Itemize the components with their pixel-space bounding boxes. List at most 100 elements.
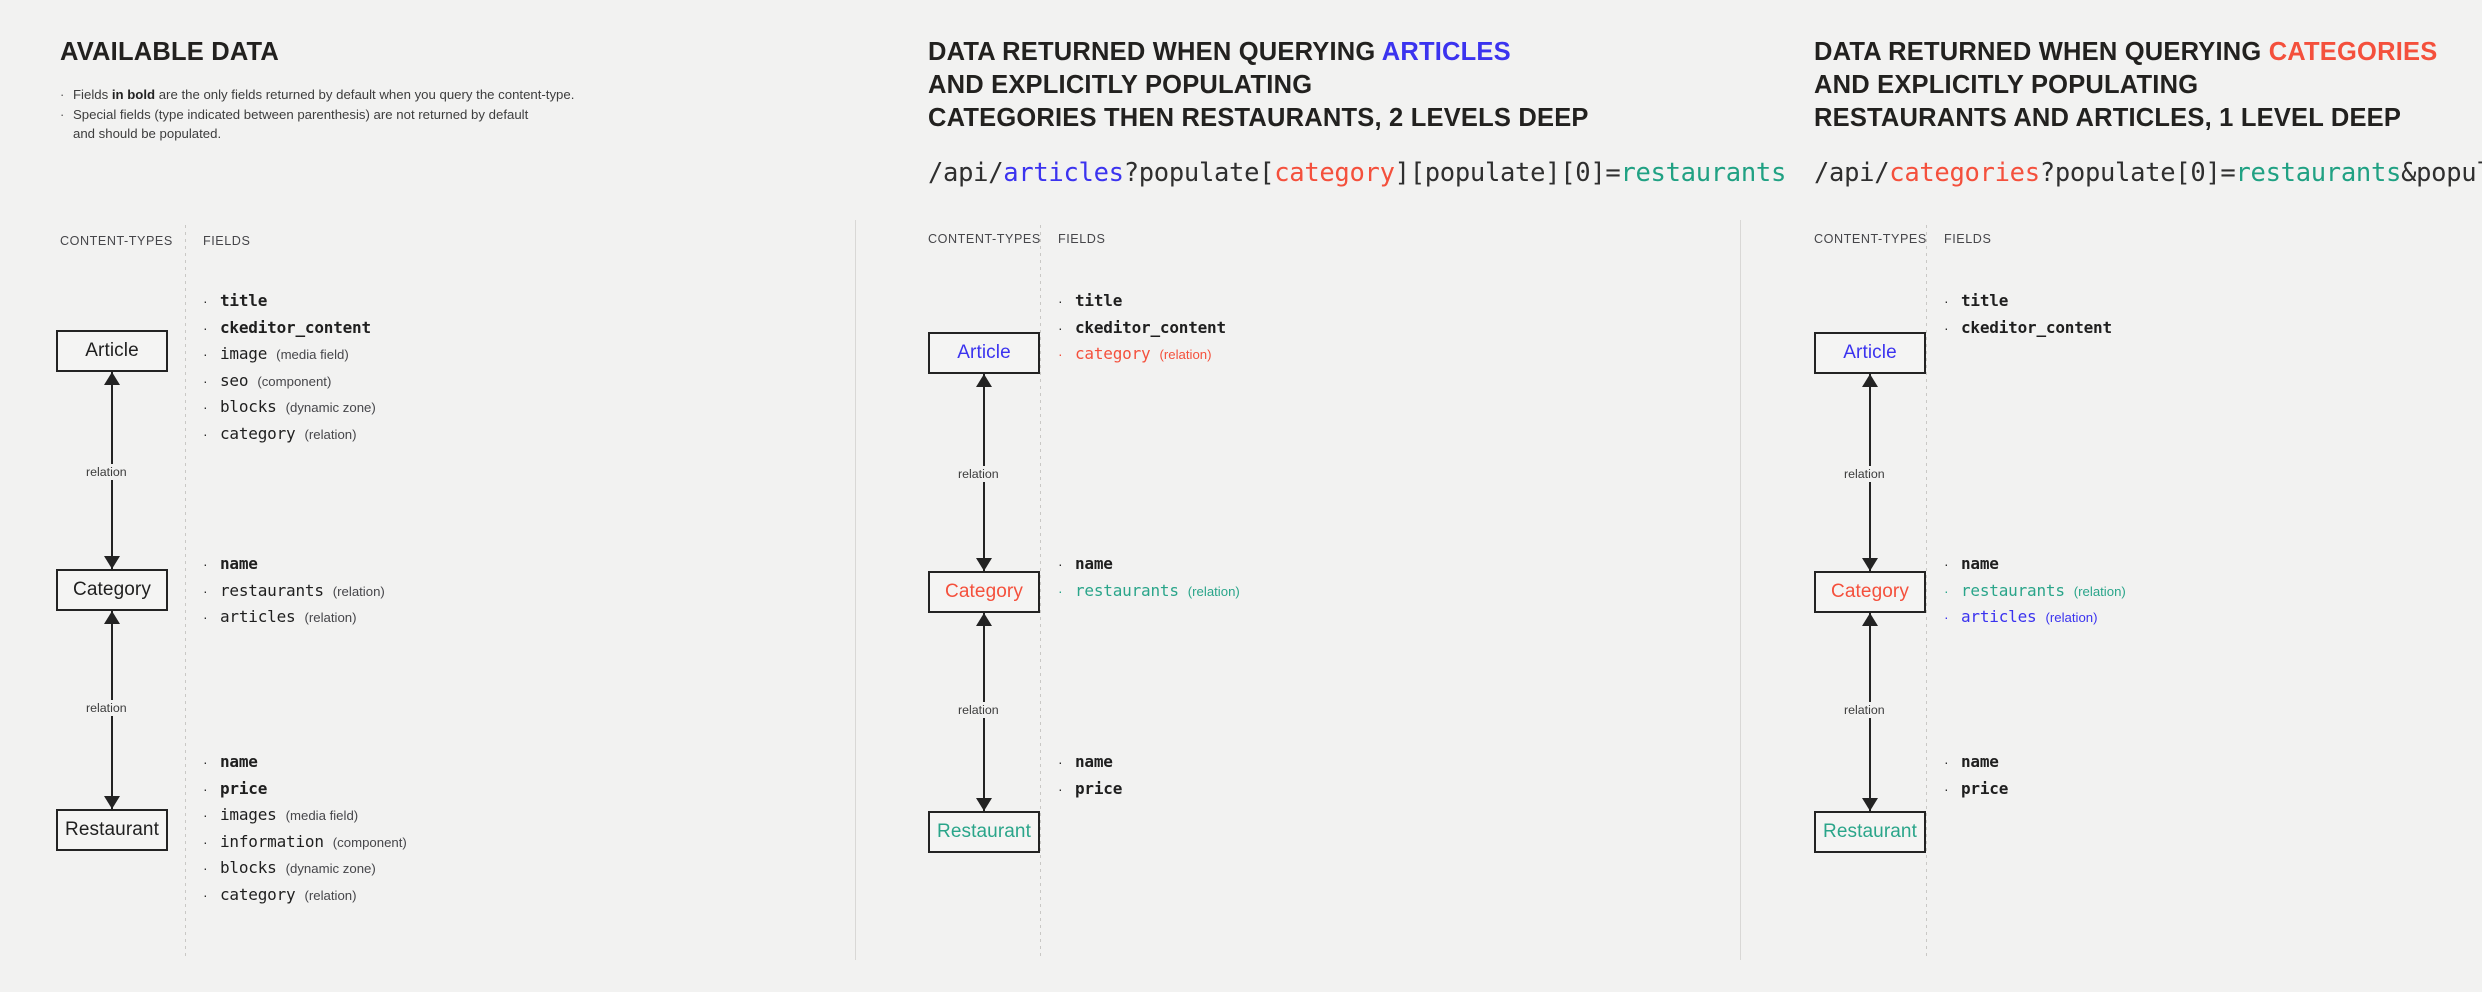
field-name: price [220, 778, 268, 798]
entity-box-category[interactable]: Category [928, 571, 1040, 613]
caption-content-types: CONTENT-TYPES [1814, 232, 1927, 246]
field-type: (relation) [332, 583, 385, 599]
bullet-text: Special fields (type indicated between p… [73, 106, 529, 142]
caption-fields: FIELDS [1944, 232, 1992, 246]
panel-title-line: DATA RETURNED WHEN QUERYING CATEGORIES [1814, 36, 2482, 69]
field-bullet-icon: · [1058, 754, 1063, 770]
field-name: title [220, 291, 268, 310]
url-token: restaurants [2235, 158, 2402, 188]
field-bullet-icon: · [203, 556, 208, 572]
entity-box-restaurant[interactable]: Restaurant [1814, 811, 1926, 853]
field-row: ·category(relation) [203, 421, 376, 448]
field-name: title [1961, 291, 2009, 310]
url-token: ?populate[ [1123, 158, 1275, 188]
field-row: ·articles(relation) [203, 604, 385, 631]
entity-box-restaurant[interactable]: Restaurant [56, 809, 168, 851]
field-name: articles [220, 607, 296, 626]
panel-separator-2 [1740, 220, 1741, 960]
arrowhead-up-category [1862, 613, 1878, 626]
api-url[interactable]: /api/categories?populate[0]=restaurants&… [1814, 158, 2482, 188]
field-bullet-icon: · [1944, 582, 1949, 599]
caption-content-types: CONTENT-TYPES [60, 234, 173, 248]
field-name: restaurants [220, 580, 324, 600]
field-row: · title [203, 288, 376, 315]
field-type: (media field) [285, 808, 359, 823]
field-row: ·name [203, 551, 385, 578]
arrowhead-up-article [104, 372, 120, 385]
url-token: /api/ [928, 158, 1004, 188]
field-row: ·name [203, 749, 407, 776]
title-token: CATEGORIES THEN RESTAURANTS, 2 LEVELS DE… [928, 104, 1589, 132]
field-type: (relation) [2073, 583, 2126, 599]
arrowhead-up-category [976, 613, 992, 626]
field-row: ·seo(component) [203, 368, 376, 395]
arrowhead-up-category [104, 611, 120, 624]
panel-title-line: DATA RETURNED WHEN QUERYING ARTICLES [928, 36, 1786, 69]
url-token: restaurants [1620, 158, 1787, 188]
entity-box-article[interactable]: Article [1814, 332, 1926, 374]
url-token: ][populate][0]= [1394, 158, 1621, 188]
arrowhead-down-category [976, 558, 992, 571]
field-list-category: ·name·restaurants(relation)·articles(rel… [1944, 551, 2126, 631]
title-token: CATEGORIES [2268, 38, 2438, 66]
relation-label-article-category: relation [1839, 466, 1890, 482]
panel-title-line: AND EXPLICITLY POPULATING [928, 69, 1786, 102]
title-token: AVAILABLE DATA [60, 38, 280, 66]
bullet-dot-icon: · [60, 106, 65, 122]
title-token: ARTICLES [1381, 38, 1511, 66]
panel-title-line: RESTAURANTS AND ARTICLES, 1 LEVEL DEEP [1814, 102, 2482, 135]
relation-label-article-category: relation [953, 466, 1004, 482]
entity-box-category[interactable]: Category [1814, 571, 1926, 613]
field-name: ckeditor_content [1075, 317, 1226, 337]
field-bullet-icon: · [203, 609, 208, 625]
field-row: ·restaurants(relation) [1058, 578, 1240, 605]
entity-box-restaurant[interactable]: Restaurant [928, 811, 1040, 853]
field-row: ·category(relation) [1058, 341, 1226, 368]
field-name: price [1075, 778, 1123, 798]
field-name: restaurants [1961, 580, 2065, 600]
api-url[interactable]: /api/articles?populate[category][populat… [928, 158, 1786, 188]
field-row: ·name [1058, 749, 1122, 776]
entity-box-article[interactable]: Article [56, 330, 168, 372]
field-name: restaurants [1075, 580, 1179, 600]
field-type: (dynamic zone) [285, 861, 376, 876]
field-bullet-icon: · [203, 582, 208, 599]
field-list-restaurant: ·name·price·images(media field)·informat… [203, 749, 407, 908]
field-name: images [220, 805, 277, 824]
relation-label-category-restaurant: relation [1839, 702, 1890, 718]
field-type: (relation) [2045, 610, 2098, 625]
bullet-item: · Special fields (type indicated between … [60, 105, 574, 144]
panel-title-line: AND EXPLICITLY POPULATING [1814, 69, 2482, 102]
field-bullet-icon: · [203, 319, 208, 336]
field-list-article: · title · ckeditor_content ·image(media fiel… [203, 288, 376, 447]
field-type: (media field) [276, 347, 349, 362]
field-bullet-icon: · [203, 346, 208, 362]
field-type: (component) [332, 834, 407, 850]
field-row: ·image(media field) [203, 341, 376, 368]
field-bullet-icon: · [203, 860, 208, 876]
entity-box-category[interactable]: Category [56, 569, 168, 611]
field-row: ·images(media field) [203, 802, 407, 829]
url-token: categories [1889, 158, 2040, 188]
field-name: category [1075, 344, 1151, 363]
field-bullet-icon: · [203, 293, 208, 309]
url-token: category [1274, 158, 1395, 188]
arrowhead-down-category [104, 556, 120, 569]
entity-box-article[interactable]: Article [928, 332, 1040, 374]
field-bullet-icon: · [1944, 556, 1949, 572]
url-token: articles [1003, 158, 1124, 188]
arrowhead-up-article [976, 374, 992, 387]
field-name: category [220, 423, 296, 443]
url-token: ?populate[0]= [2039, 158, 2236, 188]
field-name: name [1961, 752, 1999, 771]
field-name: ckeditor_content [220, 317, 371, 337]
field-bullet-icon: · [203, 780, 208, 797]
field-row: · restaurants (relation) [1944, 578, 2126, 605]
field-row: ·blocks(dynamic zone) [203, 855, 407, 882]
field-row: ·blocks(dynamic zone) [203, 394, 376, 421]
field-row: ·articles(relation) [1944, 604, 2126, 631]
field-bullet-icon: · [1944, 293, 1949, 309]
